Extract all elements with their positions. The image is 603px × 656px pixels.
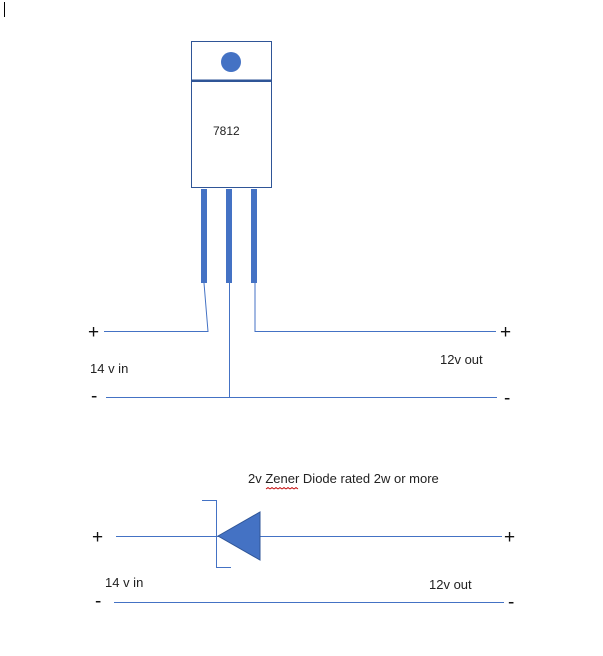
mounting-hole-icon — [221, 52, 241, 72]
bottom-input-label: 14 v in — [105, 575, 143, 590]
voltage-regulator: 7812 — [191, 41, 272, 283]
top-plus-left: + — [88, 322, 99, 343]
output-wire — [254, 283, 496, 332]
zener-diode-icon — [202, 500, 261, 568]
bottom-circuit-wires — [114, 536, 504, 603]
top-minus-right: - — [504, 388, 510, 409]
regulator-pin-output — [251, 189, 257, 283]
bottom-minus-left: - — [95, 591, 101, 612]
zener-diode-label: 2v Zener Diode rated 2w or more — [248, 471, 439, 486]
zener-anode-triangle — [216, 511, 261, 561]
spellcheck-underline — [265, 487, 299, 490]
top-circuit-wires — [104, 282, 497, 398]
regulator-pin-ground — [226, 189, 232, 283]
regulator-part-number: 7812 — [213, 124, 240, 138]
regulator-body — [191, 81, 272, 188]
top-output-label: 12v out — [440, 352, 483, 367]
bottom-minus-right: - — [508, 592, 514, 613]
top-minus-left: - — [91, 386, 97, 407]
zener-cathode-bar — [202, 500, 231, 568]
top-plus-right: + — [500, 322, 511, 343]
bottom-plus-right: + — [504, 527, 515, 548]
regulator-pin-input — [201, 189, 207, 283]
bottom-output-label: 12v out — [429, 577, 472, 592]
input-wire — [104, 282, 209, 332]
top-input-label: 14 v in — [90, 361, 128, 376]
bottom-plus-left: + — [92, 527, 103, 548]
